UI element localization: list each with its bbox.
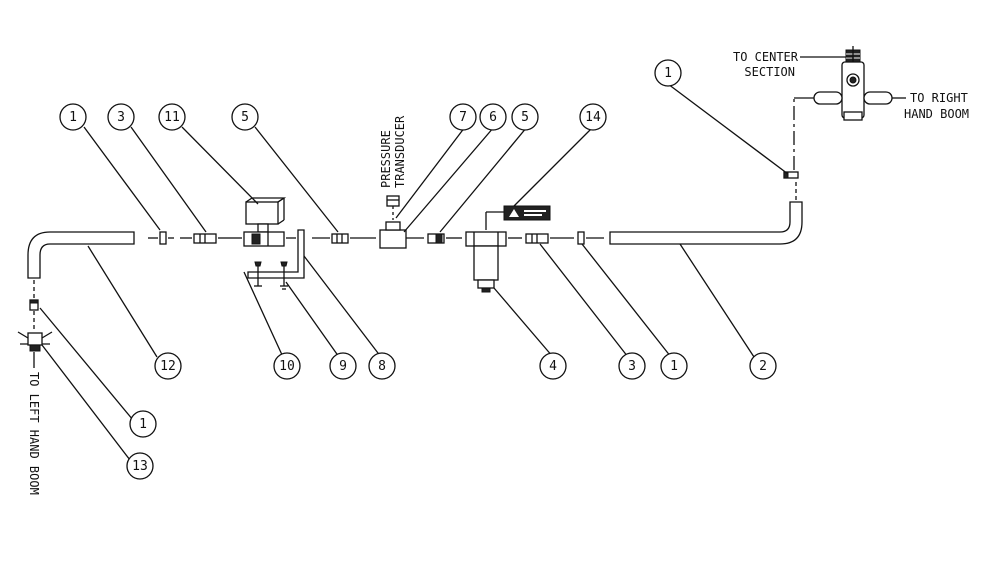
fitting-1-left (148, 231, 174, 245)
balloon-1-top-left: 1 (59, 103, 87, 131)
line-filter-4 (465, 231, 522, 293)
pressure-label: PRESSURE (379, 130, 393, 188)
svg-text:4: 4 (549, 359, 557, 374)
svg-text:5: 5 (521, 110, 529, 125)
svg-text:7: 7 (459, 110, 467, 125)
bolts-9-10 (254, 261, 288, 290)
fitting-1-center (577, 231, 604, 245)
svg-text:14: 14 (585, 110, 601, 125)
svg-text:13: 13 (132, 459, 148, 474)
svg-text:3: 3 (117, 110, 125, 125)
balloon-8: 8 (368, 352, 396, 380)
balloon-1-top-right: 1 (654, 59, 682, 87)
balloon-14: 14 (579, 103, 607, 131)
balloon-1-lower-left: 1 (129, 410, 157, 438)
svg-text:10: 10 (279, 359, 295, 374)
nipple-5-right (427, 233, 462, 244)
balloon-11: 11 (158, 103, 186, 131)
section-label: SECTION (744, 65, 795, 79)
balloon-10: 10 (273, 352, 301, 380)
balloon-2: 2 (749, 352, 777, 380)
svg-text:12: 12 (160, 359, 176, 374)
svg-text:1: 1 (664, 66, 672, 81)
mounting-bracket-8 (247, 229, 305, 279)
svg-text:6: 6 (489, 110, 497, 125)
electric-valve-11 (232, 197, 296, 247)
leader-lines (39, 83, 789, 461)
balloon-7: 7 (449, 103, 477, 131)
svg-text:5: 5 (241, 110, 249, 125)
transducer-label: TRANSDUCER (393, 115, 407, 188)
svg-text:3: 3 (628, 359, 636, 374)
svg-text:8: 8 (378, 359, 386, 374)
warning-decal-14 (485, 205, 551, 230)
left-small-fitting (29, 299, 39, 311)
tee-fitting-6 (379, 221, 424, 249)
left-boom-valve (17, 331, 53, 352)
nipple-5-left (312, 233, 376, 244)
balloon-6: 6 (479, 103, 507, 131)
svg-text:9: 9 (339, 359, 347, 374)
nipple-3-left (180, 233, 232, 244)
to-center-label: TO CENTER (733, 50, 799, 64)
hand-boom-label: HAND BOOM (904, 107, 969, 121)
right-elbow-hose (609, 201, 803, 245)
nipple-3-right (525, 233, 574, 244)
to-right-label: TO RIGHT (910, 91, 968, 105)
balloon-5-left: 5 (231, 103, 259, 131)
left-elbow-hose (27, 231, 135, 279)
pressure-transducer-7 (386, 195, 400, 220)
balloon-9: 9 (329, 352, 357, 380)
balloon-12: 12 (154, 352, 182, 380)
balloon-1-bottom: 1 (660, 352, 688, 380)
to-left-hand-boom-label: TO LEFT HAND BOOM (27, 372, 41, 495)
svg-text:11: 11 (164, 110, 180, 125)
balloon-5-right: 5 (511, 103, 539, 131)
svg-text:1: 1 (69, 110, 77, 125)
svg-text:1: 1 (139, 417, 147, 432)
balloon-3-top: 3 (107, 103, 135, 131)
balloon-4: 4 (539, 352, 567, 380)
svg-text:1: 1 (670, 359, 678, 374)
balloon-13: 13 (126, 452, 154, 480)
svg-text:2: 2 (759, 359, 767, 374)
balloon-3-bottom: 3 (618, 352, 646, 380)
fitting-1-top (783, 171, 799, 179)
